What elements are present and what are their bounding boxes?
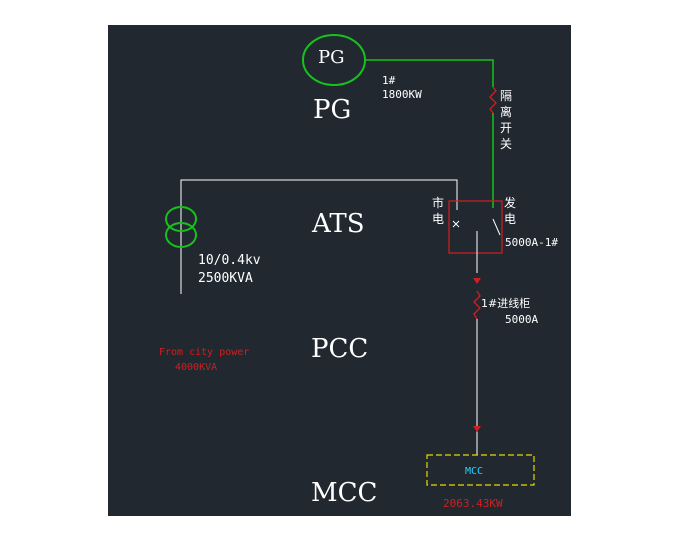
ats-city-label-1: 市: [432, 196, 445, 210]
mcc-load: 2063.43KW: [443, 497, 503, 510]
level-label-pg: PG: [313, 95, 352, 125]
mcc-box-label: MCC: [465, 466, 484, 477]
incoming-cabinet-name: 1#进线柜: [481, 297, 531, 310]
isolator-label-4: 关: [500, 137, 513, 151]
transformer-voltage: 10/0.4kv: [198, 253, 261, 268]
city-power-source: From city power: [159, 347, 250, 358]
ats-city-label-2: 电: [432, 212, 445, 226]
ats-output-arrow: [473, 278, 481, 284]
city-power-wire: [180, 179, 458, 294]
transformer-coil-top: [165, 206, 197, 232]
generator-feeder-wire: [365, 59, 494, 87]
incoming-cabinet-rating: 5000A: [505, 313, 539, 326]
mcc-box-outline: [426, 454, 535, 486]
isolator-switch-symbol: [489, 86, 497, 114]
isolator-label-3: 开: [500, 121, 513, 135]
level-label-mcc: MCC: [311, 478, 378, 508]
isolator-label-1: 隔: [500, 89, 513, 103]
city-power-capacity: 4000KVA: [175, 362, 218, 373]
diagram-drawing: [165, 34, 535, 486]
ats-city-contact-b: [452, 220, 460, 228]
level-label-pcc: PCC: [311, 334, 369, 364]
isolator-label-2: 离: [500, 105, 513, 119]
transformer-capacity: 2500KVA: [198, 271, 253, 286]
ats-gen-label-2: 电: [504, 212, 517, 226]
ats-rating: 5000A-1#: [505, 236, 558, 249]
generator-power: 1800KW: [382, 88, 422, 101]
incoming-cabinet-breaker: [473, 290, 481, 320]
ats-switch-box: [448, 200, 503, 254]
diagram-canvas: PG PG ATS PCC MCC 1# 1800KW 隔 离 开 关 市 电 …: [108, 25, 571, 516]
mcc-input-arrow: [473, 426, 481, 432]
level-label-ats: ATS: [312, 209, 365, 239]
generator-symbol-label: PG: [318, 47, 345, 68]
ats-generator-blade: [492, 218, 501, 236]
transformer-coil-bottom: [165, 222, 197, 248]
generator-id: 1#: [382, 74, 396, 87]
ats-gen-label-1: 发: [504, 196, 517, 210]
